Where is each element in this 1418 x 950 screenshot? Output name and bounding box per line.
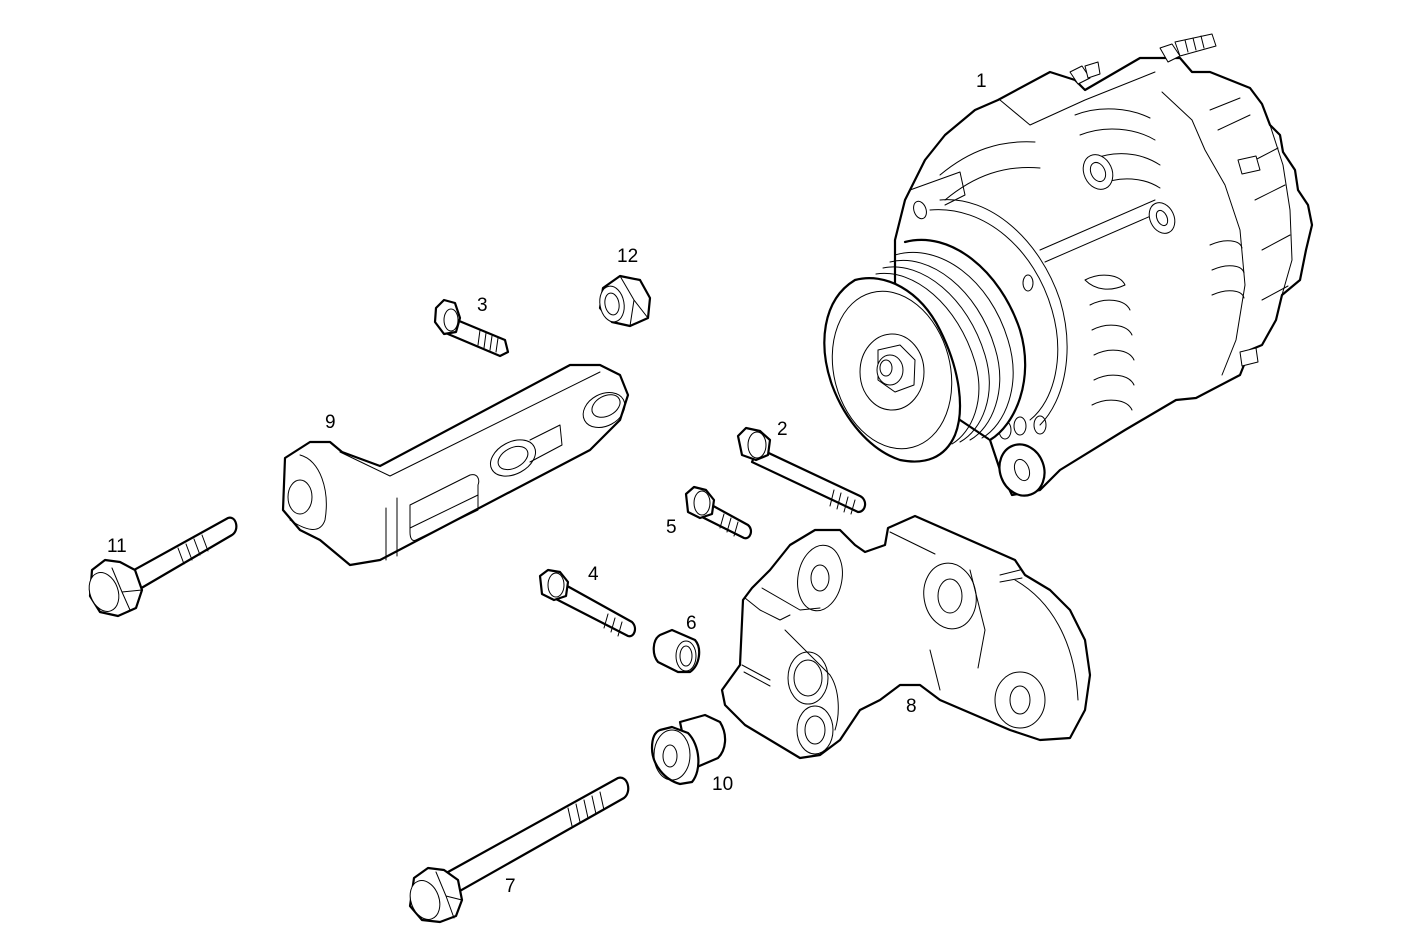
callout-10[interactable]: 10 (712, 774, 734, 795)
bushing-10-part[interactable] (650, 713, 727, 786)
alternator-part[interactable] (815, 33, 1314, 502)
callout-3[interactable]: 3 (477, 295, 488, 316)
callout-4[interactable]: 4 (588, 564, 599, 585)
bolt-5-part[interactable] (684, 485, 753, 540)
bolt-4-part[interactable] (538, 568, 637, 638)
callout-7[interactable]: 7 (505, 876, 516, 897)
callout-1[interactable]: 1 (976, 71, 987, 92)
bolt-3-part[interactable] (433, 298, 510, 358)
adjusting-arm-part[interactable] (281, 363, 631, 567)
callout-2[interactable]: 2 (777, 419, 788, 440)
callout-8[interactable]: 8 (906, 696, 917, 717)
bushing-6-part[interactable] (652, 628, 701, 674)
callout-9[interactable]: 9 (325, 412, 336, 433)
callout-11[interactable]: 11 (107, 536, 127, 557)
callout-5[interactable]: 5 (666, 517, 677, 538)
callout-12[interactable]: 12 (617, 246, 639, 267)
callout-6[interactable]: 6 (686, 613, 697, 634)
bolt-7-part[interactable] (405, 776, 630, 924)
hex-nut-part[interactable] (597, 274, 652, 328)
bolt-11-part[interactable] (84, 516, 238, 618)
mounting-bracket-part[interactable] (720, 514, 1092, 760)
bolt-2-part[interactable] (736, 426, 867, 515)
